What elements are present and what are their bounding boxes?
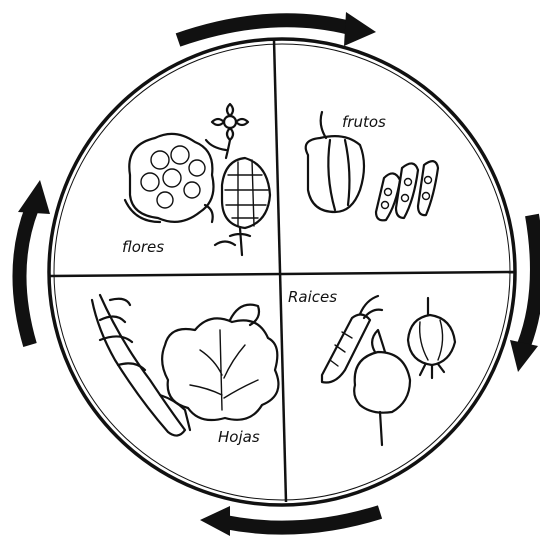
fruits-label: frutos — [342, 113, 386, 131]
flowers-label: flores — [122, 238, 164, 256]
leaves-label: Hojas — [218, 428, 260, 446]
roots-label: Raices — [288, 288, 337, 306]
left-arrow — [18, 180, 50, 345]
bottom-arrow — [200, 506, 380, 536]
